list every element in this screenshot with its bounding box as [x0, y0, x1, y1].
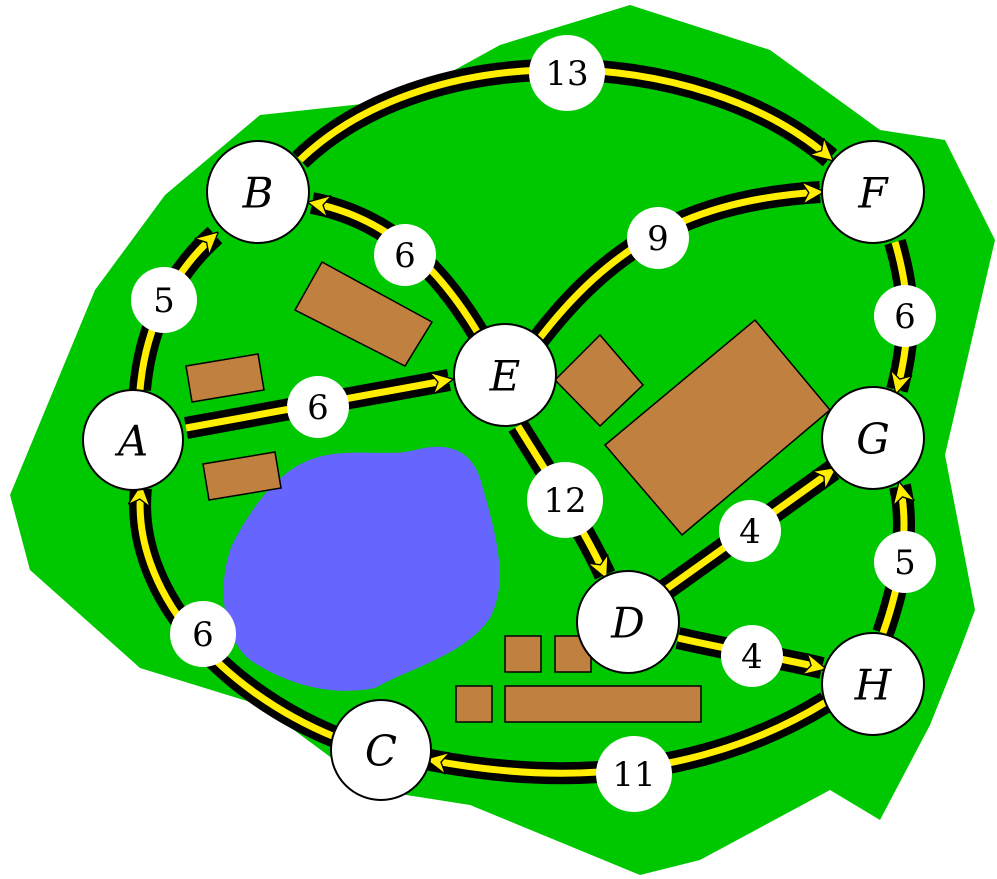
node-a-label: A [114, 417, 148, 466]
node-d-label: D [610, 599, 645, 648]
edge-weight-h-c: 11 [596, 736, 672, 812]
edge-weight-e-d: 12 [527, 462, 603, 538]
edge-weight-a-b: 5 [131, 267, 197, 333]
node-f-label: F [857, 169, 889, 218]
edge-weight-h-g: 5 [874, 531, 936, 593]
svg-text:4: 4 [739, 512, 761, 552]
edge-weight-f-g: 6 [874, 285, 936, 347]
node-a: A [82, 389, 184, 491]
svg-text:4: 4 [741, 637, 763, 677]
node-c: C [330, 699, 432, 801]
edge-weight-e-f: 9 [627, 207, 689, 269]
svg-text:6: 6 [307, 388, 329, 428]
building [202, 451, 282, 501]
node-g-label: G [856, 415, 890, 464]
edge-weight-c-a: 6 [170, 601, 236, 667]
edge-weights: 5 13 6 6 9 6 12 4 [131, 35, 936, 812]
svg-text:5: 5 [894, 543, 916, 583]
lake [223, 446, 500, 691]
svg-text:12: 12 [543, 481, 586, 521]
svg-text:6: 6 [394, 236, 416, 276]
node-h-label: H [854, 661, 893, 710]
node-e-label: E [489, 352, 521, 401]
svg-text:13: 13 [545, 54, 588, 94]
node-h: H [821, 632, 925, 736]
node-b-label: B [242, 169, 274, 218]
node-g: G [821, 386, 925, 490]
node-b: B [206, 140, 310, 244]
node-c-label: C [365, 727, 397, 776]
nodes: A B C D E F G H [82, 140, 925, 801]
edge-weight-a-e: 6 [287, 376, 349, 438]
node-e: E [453, 323, 557, 427]
edge-weight-b-f: 13 [529, 35, 605, 111]
svg-text:6: 6 [192, 615, 214, 655]
building [553, 333, 645, 428]
svg-text:11: 11 [612, 755, 655, 795]
building [455, 685, 493, 723]
svg-text:5: 5 [153, 281, 175, 321]
node-f: F [821, 140, 925, 244]
edge-weight-d-g: 4 [719, 500, 781, 562]
node-d: D [576, 570, 680, 674]
building [293, 260, 434, 367]
building [185, 353, 265, 403]
svg-text:6: 6 [894, 297, 916, 337]
edge-weight-e-b: 6 [374, 224, 436, 286]
edge-weight-d-h: 4 [721, 625, 783, 687]
svg-text:9: 9 [647, 219, 669, 259]
building [504, 635, 542, 673]
building [504, 685, 702, 723]
